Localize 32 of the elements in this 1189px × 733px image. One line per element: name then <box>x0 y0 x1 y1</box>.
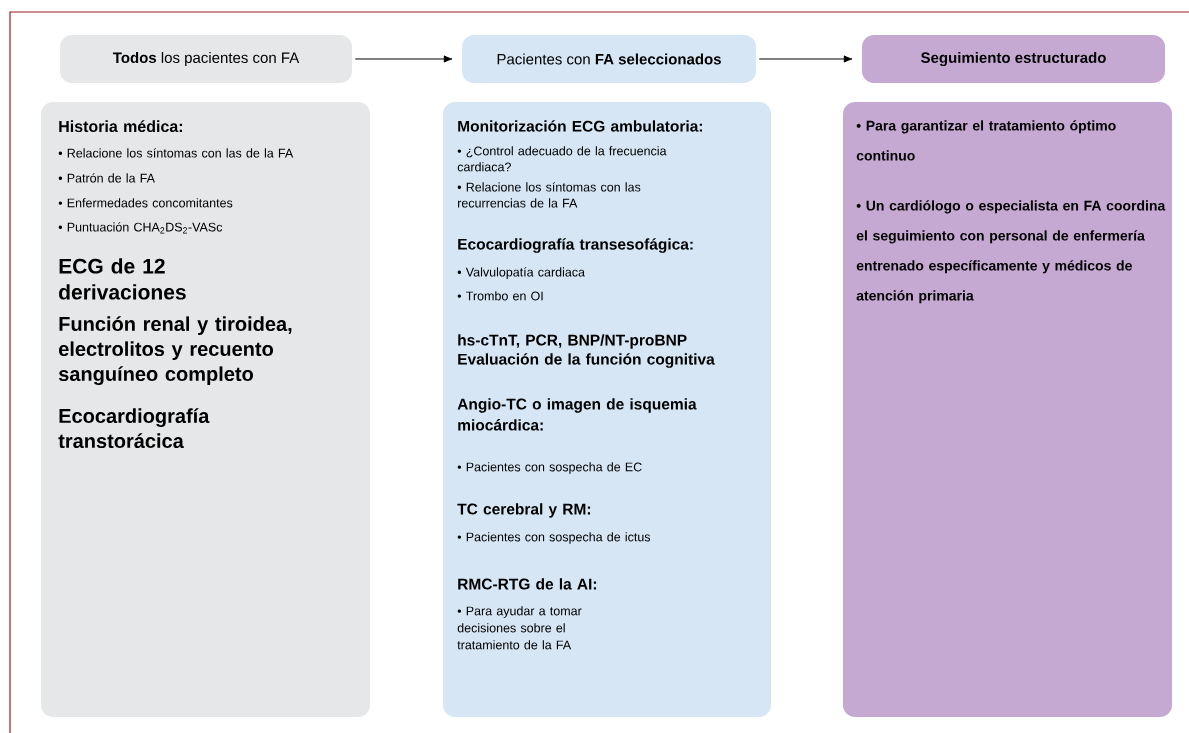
bullet-text: • Pacientes con sospecha de EC <box>457 462 642 474</box>
heading-text: TC cerebral y RM: <box>457 503 591 518</box>
heading-text: Angio-TC o imagen de isquemia miocárdica: <box>457 398 697 431</box>
info-panel <box>843 102 1172 717</box>
stage-box: Pacientes con FA seleccionados <box>462 35 756 83</box>
bullet-text: • ¿Control adecuado de la frecuencia cardiaca? <box>457 146 667 172</box>
bullet-text: • Para garantizar el tratamiento óptimo continuo <box>856 120 1116 161</box>
item-text: ECG de 12 derivaciones <box>59 258 186 300</box>
stage-box: Todos los pacientes con FA <box>60 35 352 83</box>
bullet-text: • Enfermedades concomitantes <box>58 198 233 208</box>
item-text: Evaluación de la función cognitiva <box>458 353 715 368</box>
bullet-text: • Valvulopatía cardiaca <box>457 267 585 279</box>
arrow <box>354 55 453 63</box>
info-panel <box>41 102 370 717</box>
bullet-text: • Para ayudar a tomar decisiones sobre el tratamiento de la FA <box>457 606 582 650</box>
bullet-text: • Pacientes con sospecha de ictus <box>457 532 651 544</box>
item-text: Ecocardiografía transtorácica <box>58 408 210 449</box>
bullet-text: • Un cardiólogo o especialista en FA coordina el seguimiento con personal de enfermería entrenado específicamente y médicos de atención primaria <box>856 200 1166 304</box>
bullet-text: • Patrón de la FA <box>58 173 155 183</box>
heading-text: Ecocardiografía transesofágica: <box>458 238 693 253</box>
bullet-text: • Puntuación CHA$_{2}$DS$_{2}$-VASc <box>58 222 223 234</box>
stage-box: Seguimiento estructurado <box>862 35 1165 83</box>
bullet-text: • Relacione los síntomas con las recurrencias de la FA <box>457 182 641 208</box>
info-panel <box>443 102 771 717</box>
heading-text: Historia médica: <box>59 120 183 133</box>
arrow <box>758 55 853 63</box>
heading-text: RMC-RTG de la AI: <box>458 578 597 590</box>
heading-text: Monitorización ECG ambulatoria: <box>458 120 702 132</box>
item-text: hs-cTnT, PCR, BNP/NT-proBNP <box>458 334 687 349</box>
item-text: Función renal y tiroidea, electrolitos y recuento sanguíneo completo <box>58 316 292 386</box>
bullet-text: • Trombo en OI <box>457 291 543 301</box>
bullet-text: • Relacione los síntomas con las de la FA <box>58 148 294 158</box>
